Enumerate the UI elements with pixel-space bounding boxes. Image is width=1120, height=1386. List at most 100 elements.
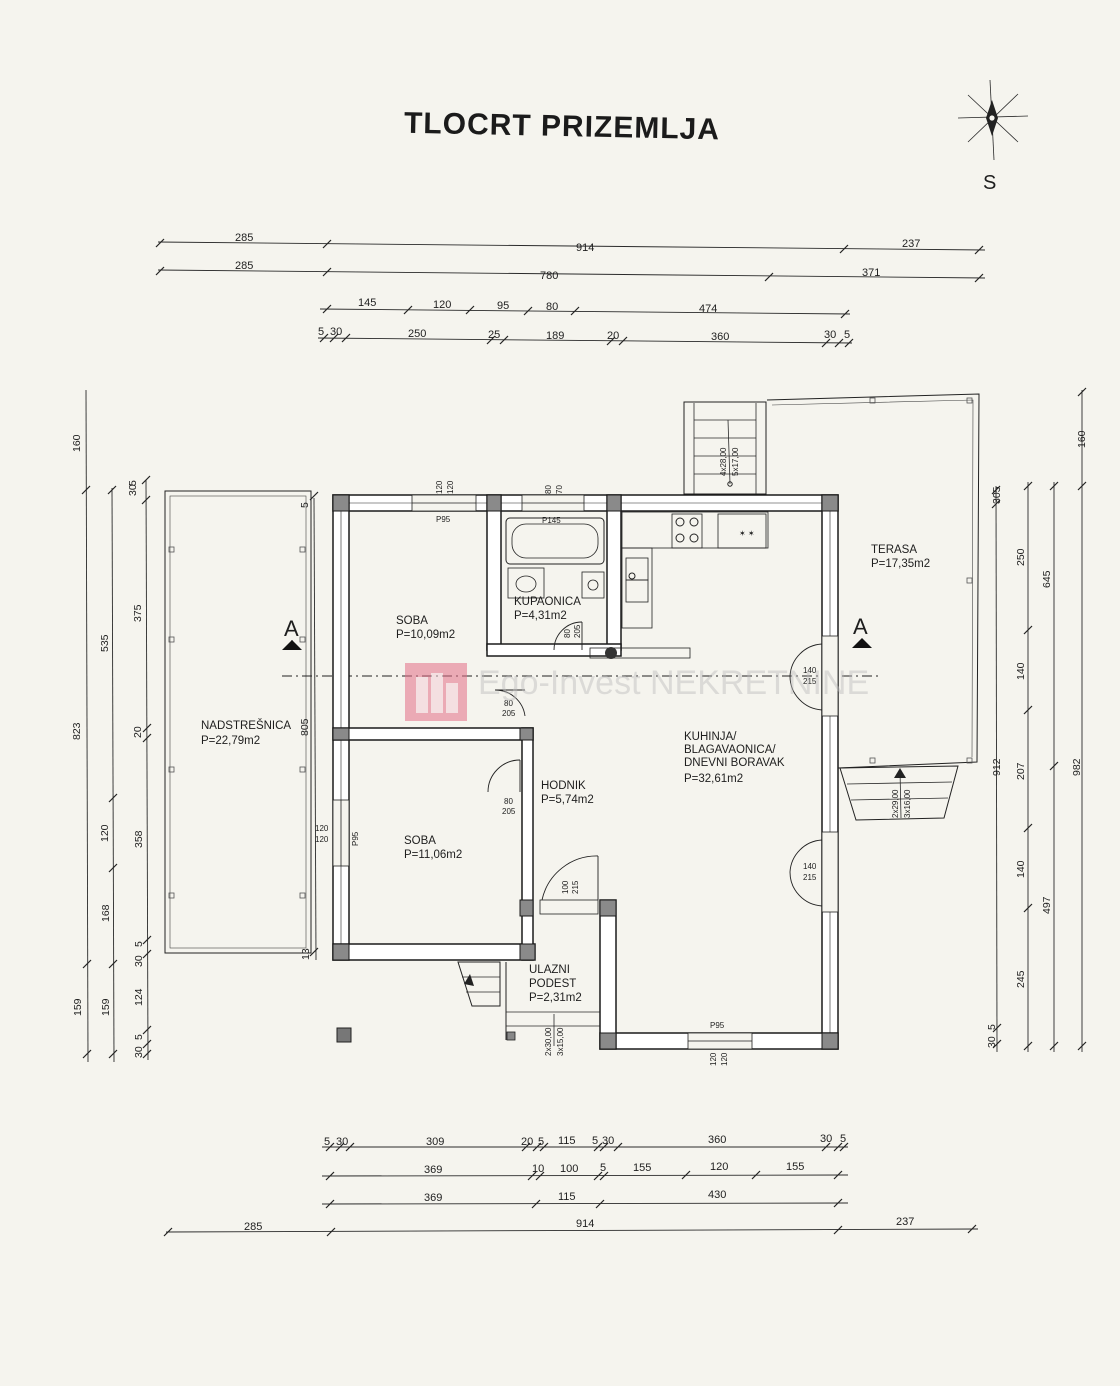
dim-bot4-285: 285 [244, 1221, 262, 1233]
dim-left2-30b: 30 [133, 955, 145, 967]
top-stairs: 4x28,00 5x17,00 [683, 401, 767, 495]
dim-bot-5d: 5 [840, 1133, 846, 1145]
dim-bot-360: 360 [708, 1134, 726, 1146]
dim-bot-309: 309 [426, 1136, 444, 1148]
window-label-p95-side: P95 [351, 831, 360, 846]
window-top2-b: 70 [555, 485, 564, 494]
stairs-entry-a: 2x30,00 [544, 1027, 553, 1056]
room-soba1-name: SOBA [396, 615, 428, 627]
dim-right4-160: 160 [1076, 430, 1088, 448]
right-dimension-chains: 305 912 30 5 250 140 207 140 245 645 497… [986, 387, 1088, 1053]
dim-bot2-100: 100 [560, 1163, 578, 1175]
dim-top2-371: 371 [862, 267, 880, 279]
room-soba2-name: SOBA [404, 835, 436, 847]
dim-bot-5b: 5 [538, 1136, 544, 1148]
room-hodnik-name: HODNIK [541, 780, 586, 792]
dim-left3-20: 20 [132, 726, 144, 738]
stairs-terasa-a: 2x29,00 [891, 789, 900, 818]
door-entry-a: 100 [561, 880, 570, 894]
top-dimension-chains: 285 914 237 285 780 371 145 120 95 80 47… [155, 232, 986, 348]
dim-top2-780: 780 [540, 270, 558, 282]
dim-left4-13: 13 [300, 948, 312, 960]
section-line [282, 638, 880, 677]
window-top1-a: 120 [435, 480, 444, 494]
dim-left2-168: 168 [100, 904, 112, 922]
window-label-p95-bottom: P95 [710, 1021, 725, 1030]
window-label-p145: P145 [542, 516, 561, 525]
terasa-outline [766, 393, 980, 769]
dim-bot2-120: 120 [710, 1161, 728, 1173]
stairs-terasa-b: 3x16,00 [903, 789, 912, 818]
dim-right-30: 30 [986, 1036, 998, 1048]
dim-bot4-237: 237 [896, 1216, 914, 1228]
window-top1-b: 120 [446, 480, 455, 494]
dim-top-914: 914 [576, 242, 594, 254]
door-soba1-a: 80 [504, 699, 513, 708]
dim-top4-360: 360 [711, 331, 729, 343]
compass-letter: S [983, 172, 996, 194]
dim-bot2-369: 369 [424, 1164, 442, 1176]
dim-right4-982: 982 [1071, 758, 1083, 776]
dim-right-305: 305 [991, 486, 1003, 504]
building-walls [332, 494, 839, 1050]
window-side-a: 120 [315, 824, 329, 833]
dim-bot3-430: 430 [708, 1189, 726, 1201]
nadstresnica-outline [164, 490, 312, 954]
dim-right-912: 912 [991, 758, 1003, 776]
dim-right2-140: 140 [1015, 662, 1027, 680]
dim-left-159: 159 [72, 998, 84, 1016]
door-terrace2-a: 140 [803, 862, 817, 871]
kitchen-fixtures: ✶ ✶ [589, 511, 769, 659]
dim-bot-5c: 5 [592, 1135, 598, 1147]
door-terrace2-b: 215 [803, 873, 817, 882]
door-terrace1-b: 215 [803, 677, 817, 686]
door-entry-b: 215 [571, 880, 580, 894]
room-soba2-area: P=11,06m2 [404, 849, 462, 861]
dim-top3-95: 95 [497, 300, 509, 312]
corner-pillar [336, 1027, 352, 1043]
windows [332, 494, 839, 1050]
dim-bot-30b: 30 [602, 1135, 614, 1147]
dim-top-285: 285 [235, 232, 253, 244]
watermark-logo [405, 663, 467, 721]
door-terrace1-a: 140 [803, 666, 817, 675]
dim-top4-5b: 5 [844, 329, 850, 341]
dim-top3-80: 80 [546, 301, 558, 313]
door-kupaonica-b: 205 [573, 624, 582, 638]
svg-text:✶ ✶: ✶ ✶ [739, 529, 755, 538]
dim-right2-207: 207 [1015, 762, 1027, 780]
window-bot-a: 120 [709, 1052, 718, 1066]
dim-right3-497: 497 [1041, 896, 1053, 914]
dim-left2-30: 30 [127, 484, 139, 496]
dim-right2-245: 245 [1015, 970, 1027, 988]
room-soba1-area: P=10,09m2 [396, 629, 455, 641]
dim-bot2-155b: 155 [786, 1161, 804, 1173]
room-nadstresnica-name: NADSTREŠNICA [201, 719, 291, 732]
bathroom-fixtures [505, 517, 605, 599]
dim-top4-189: 189 [546, 330, 564, 342]
dim-top-237: 237 [902, 238, 920, 250]
room-terasa-area: P=17,35m2 [871, 558, 930, 570]
dim-top4-30: 30 [330, 326, 342, 338]
dim-bot-30c: 30 [820, 1133, 832, 1145]
door-soba2-a: 80 [504, 797, 513, 806]
watermark-text: Ego-Invest NEKRETNINE [478, 664, 869, 702]
terasa-stairs: 2x29,00 3x16,00 [839, 765, 959, 821]
dim-top4-5: 5 [318, 326, 324, 338]
room-ulazni-line1: ULAZNI [529, 964, 570, 976]
dim-bot2-155: 155 [633, 1162, 651, 1174]
compass-rose-icon [957, 79, 1029, 161]
room-kuhinja-line1: KUHINJA/ [684, 731, 737, 743]
dim-bot-115: 115 [558, 1135, 576, 1147]
room-terasa-name: TERASA [871, 544, 917, 556]
door-soba1-b: 205 [502, 709, 516, 718]
section-marker-left: A [284, 616, 299, 641]
dim-left2-5b: 5 [133, 941, 145, 947]
window-label-p95-top: P95 [436, 515, 451, 524]
room-kuhinja-line3: DNEVNI BORAVAK [684, 757, 785, 769]
dim-top3-145: 145 [358, 297, 376, 309]
dim-left2-159: 159 [100, 998, 112, 1016]
room-hodnik-area: P=5,74m2 [541, 794, 594, 806]
entry-landing: 2x30,00 3x15,00 [457, 961, 600, 1056]
room-kuhinja-area: P=32,61m2 [684, 773, 743, 785]
